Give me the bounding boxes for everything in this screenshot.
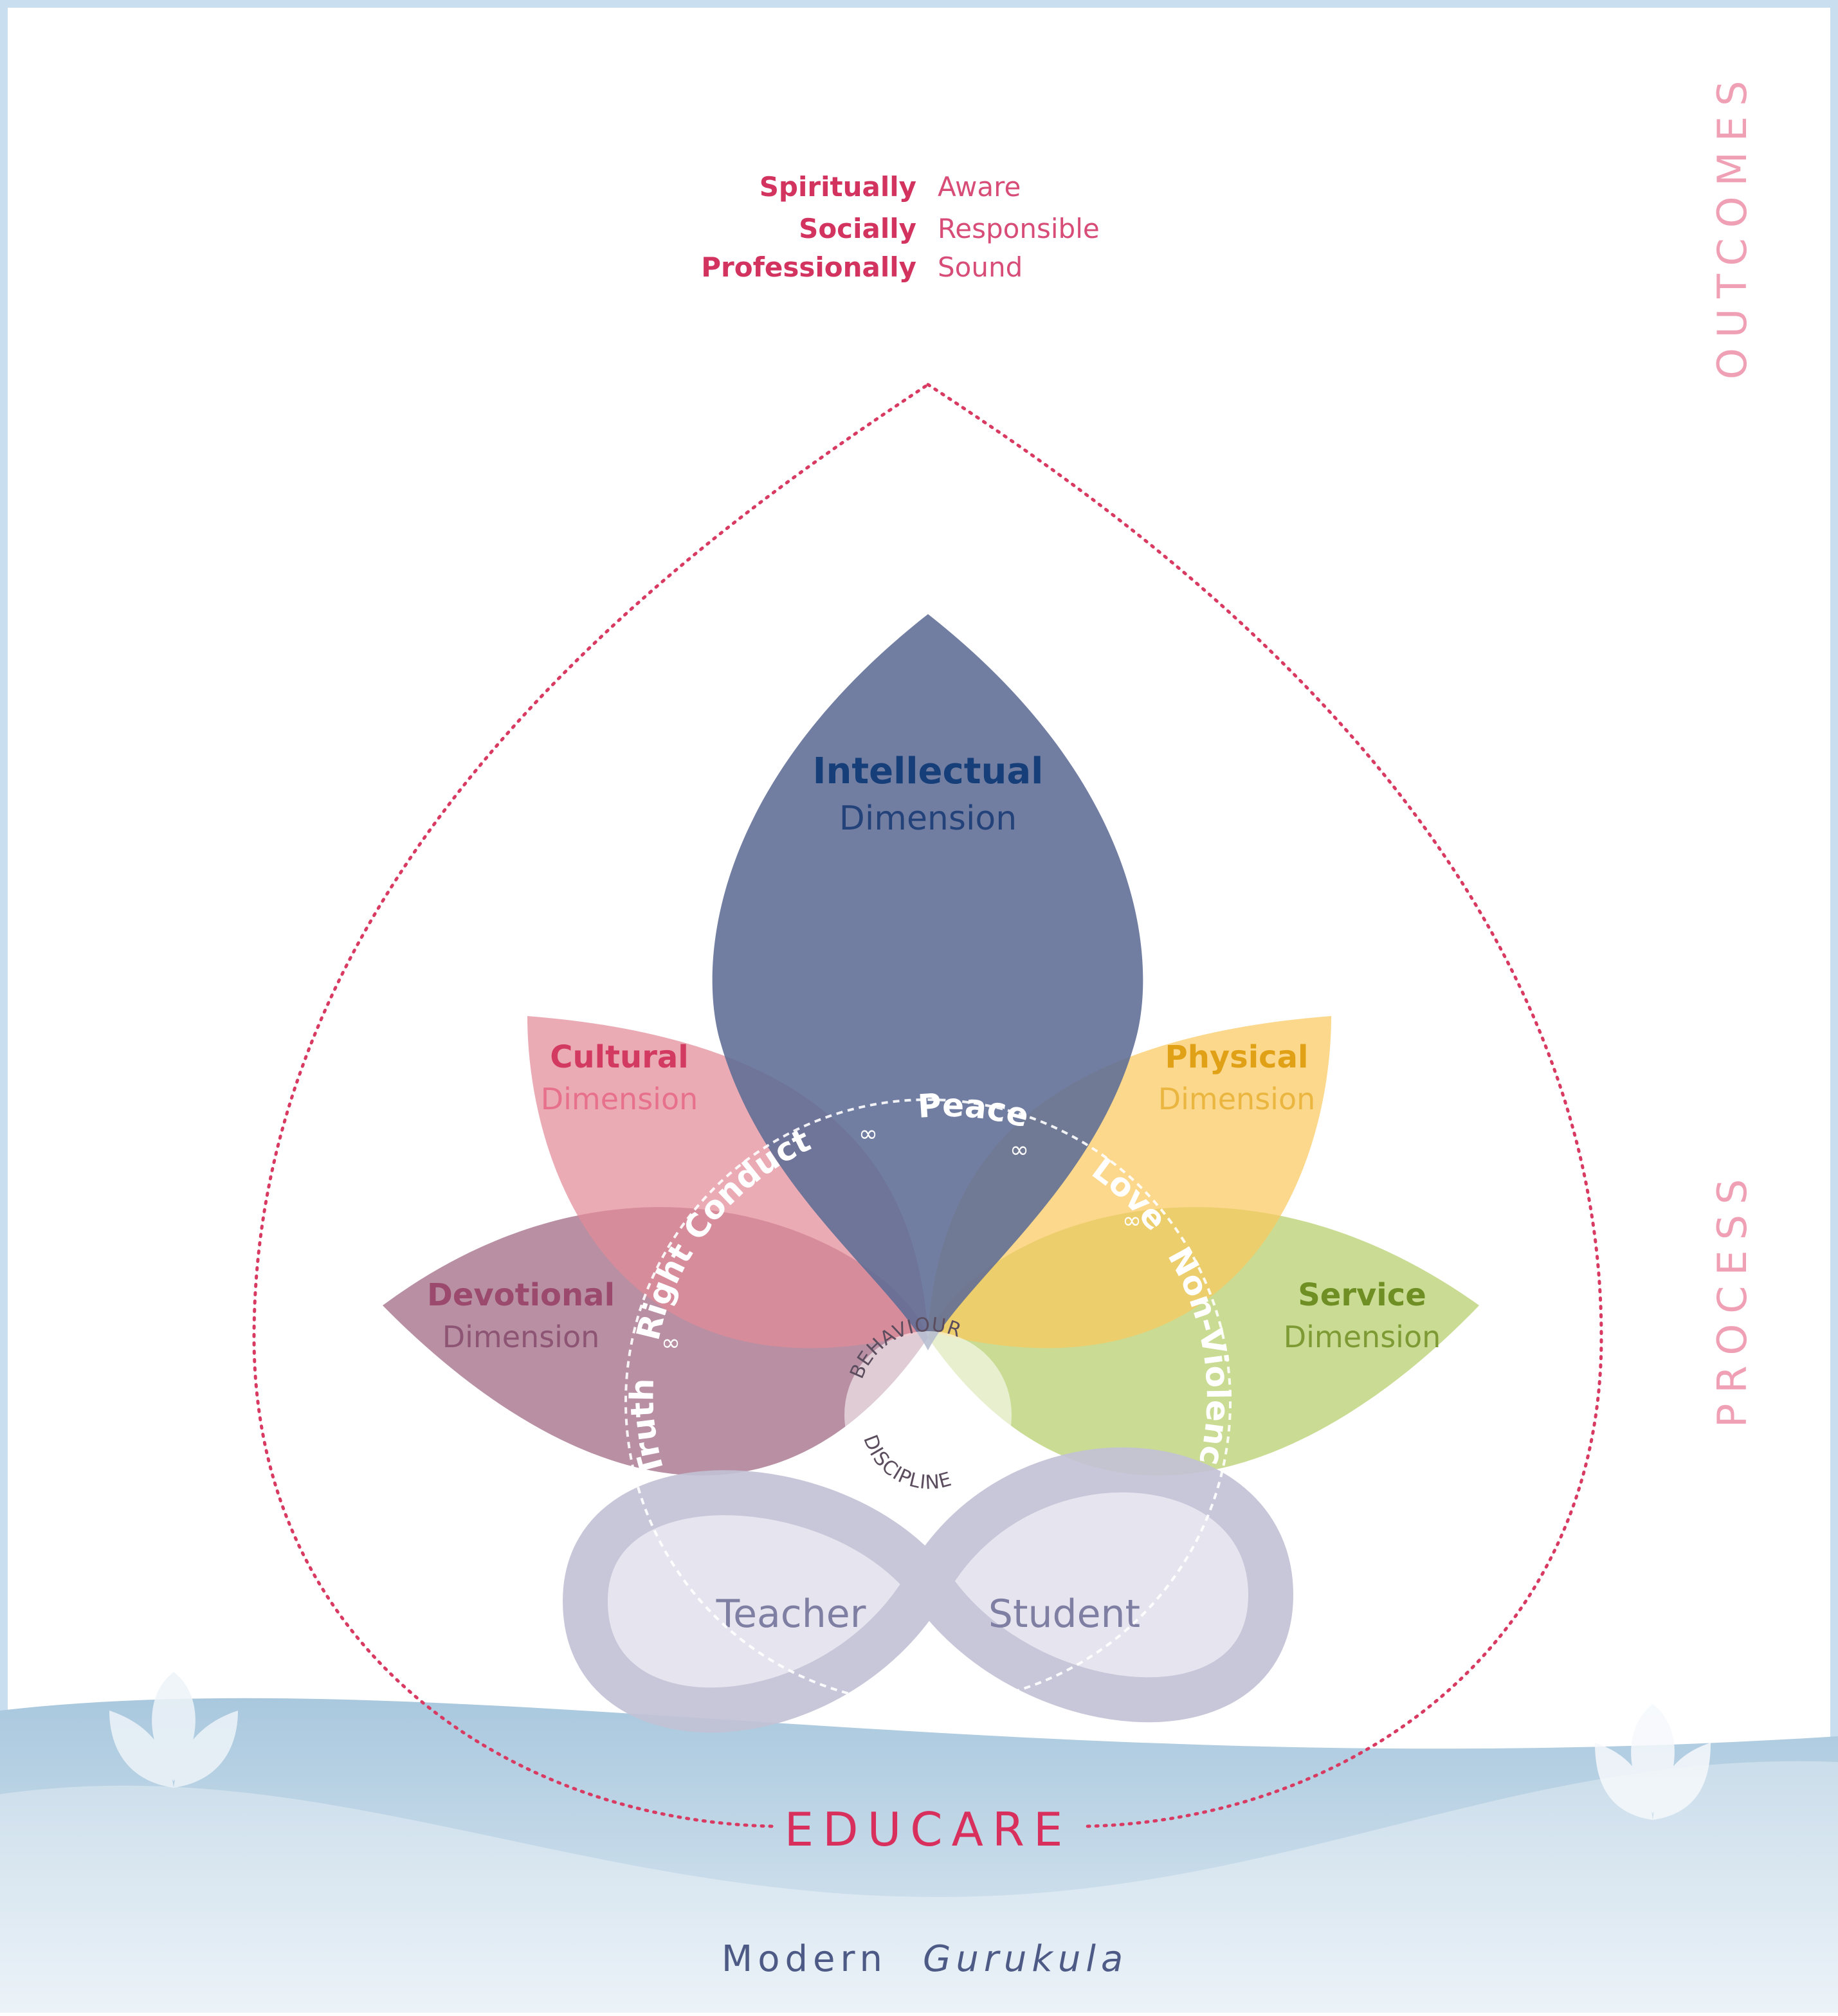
- values-ring: [624, 1098, 1232, 1705]
- cultural-subtitle: Dimension: [541, 1082, 698, 1116]
- petal-physical: [928, 1016, 1331, 1349]
- service-subtitle: Dimension: [1284, 1320, 1441, 1354]
- side-label-outcomes: OUTCOMES: [1709, 70, 1756, 379]
- educare-title: EDUCARE: [785, 1803, 1072, 1857]
- water-wave: [0, 1761, 1838, 2013]
- cultural-title: Cultural: [550, 1039, 688, 1075]
- outcome-bold-1: Spiritually: [760, 171, 916, 203]
- outcomes-list: Spiritually Aware Socially Responsible P…: [701, 171, 1100, 283]
- devotional-subtitle: Dimension: [442, 1320, 600, 1354]
- physical-subtitle: Dimension: [1158, 1082, 1316, 1116]
- footer-modern: Modern: [722, 1938, 887, 1980]
- footer-gurukula: Gurukula: [923, 1938, 1128, 1980]
- lotus-icon-right: [1595, 1704, 1711, 1820]
- lotus-icon-left: [109, 1672, 238, 1788]
- separator-2: ∞: [859, 1121, 878, 1147]
- intellectual-subtitle: Dimension: [839, 799, 1017, 838]
- physical-title: Physical: [1165, 1039, 1309, 1075]
- separator-1: ∞: [661, 1330, 680, 1356]
- service-title: Service: [1298, 1277, 1426, 1313]
- outcome-light-2: Responsible: [938, 213, 1100, 244]
- intellectual-title: Intellectual: [813, 750, 1044, 792]
- devotional-title: Devotional: [427, 1277, 615, 1313]
- petal-intellectual: [712, 614, 1143, 1350]
- side-label-process: PROCESS: [1709, 1169, 1756, 1428]
- outcome-light-1: Aware: [938, 171, 1021, 203]
- lotus-petals: [383, 614, 1479, 1476]
- student-label: Student: [988, 1592, 1140, 1637]
- teardrop-boundary: [252, 383, 1603, 1828]
- infinity-symbol: [563, 1447, 1293, 1733]
- center-ring: [844, 1331, 1012, 1498]
- separator-4: ∞: [1122, 1208, 1142, 1234]
- teacher-label: Teacher: [716, 1592, 866, 1637]
- outcome-bold-2: Socially: [799, 213, 916, 244]
- outcome-bold-3: Professionally: [701, 251, 916, 283]
- infinity-loop: [563, 1447, 1293, 1733]
- petal-cultural: [527, 1016, 928, 1349]
- outcome-light-3: Sound: [938, 251, 1023, 283]
- separator-3: ∞: [1010, 1137, 1029, 1163]
- center-core: [884, 1371, 972, 1458]
